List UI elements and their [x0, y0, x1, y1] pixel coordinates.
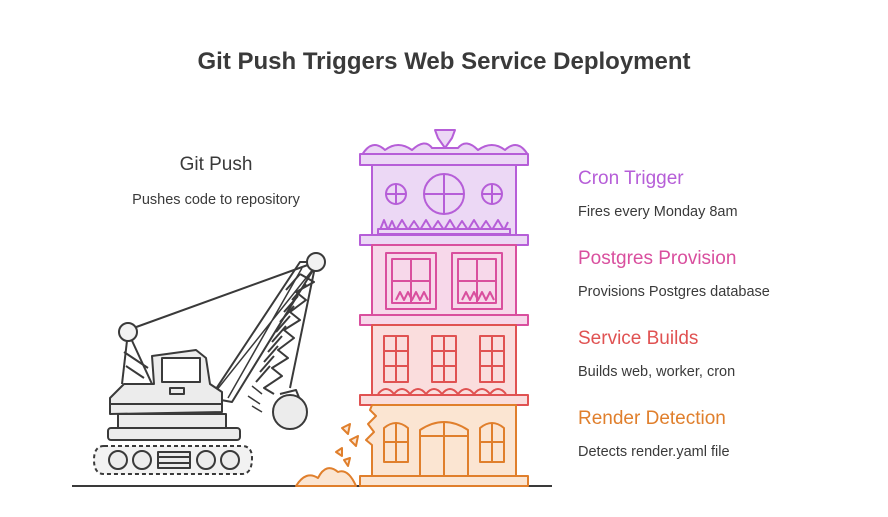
step-postgres-provision-title: Postgres Provision: [578, 248, 737, 269]
page-title: Git Push Triggers Web Service Deployment: [197, 48, 691, 75]
step-service-builds-title: Service Builds: [578, 328, 699, 349]
debris: [295, 423, 359, 487]
step-service-builds-description: Builds web, worker, cron: [578, 364, 736, 380]
step-postgres-provision-description: Provisions Postgres database: [578, 284, 770, 300]
step-render-detection-title: Render Detection: [578, 408, 726, 429]
step-render-detection-description: Detects render.yaml file: [578, 444, 730, 460]
building: [295, 129, 529, 487]
floor-top: [359, 164, 529, 246]
git-push-description: Pushes code to repository: [132, 192, 300, 208]
git-push-block: Git Push Pushes code to repository: [96, 154, 336, 208]
floor-second: [359, 244, 529, 326]
floor-ground: [359, 404, 529, 487]
git-push-title: Git Push: [179, 154, 253, 175]
step-cron-trigger-title: Cron Trigger: [578, 168, 684, 189]
roof-crest: [359, 129, 529, 166]
step-cron-trigger-description: Fires every Monday 8am: [578, 204, 738, 220]
crane: [93, 252, 326, 475]
floor-third: [359, 324, 529, 406]
